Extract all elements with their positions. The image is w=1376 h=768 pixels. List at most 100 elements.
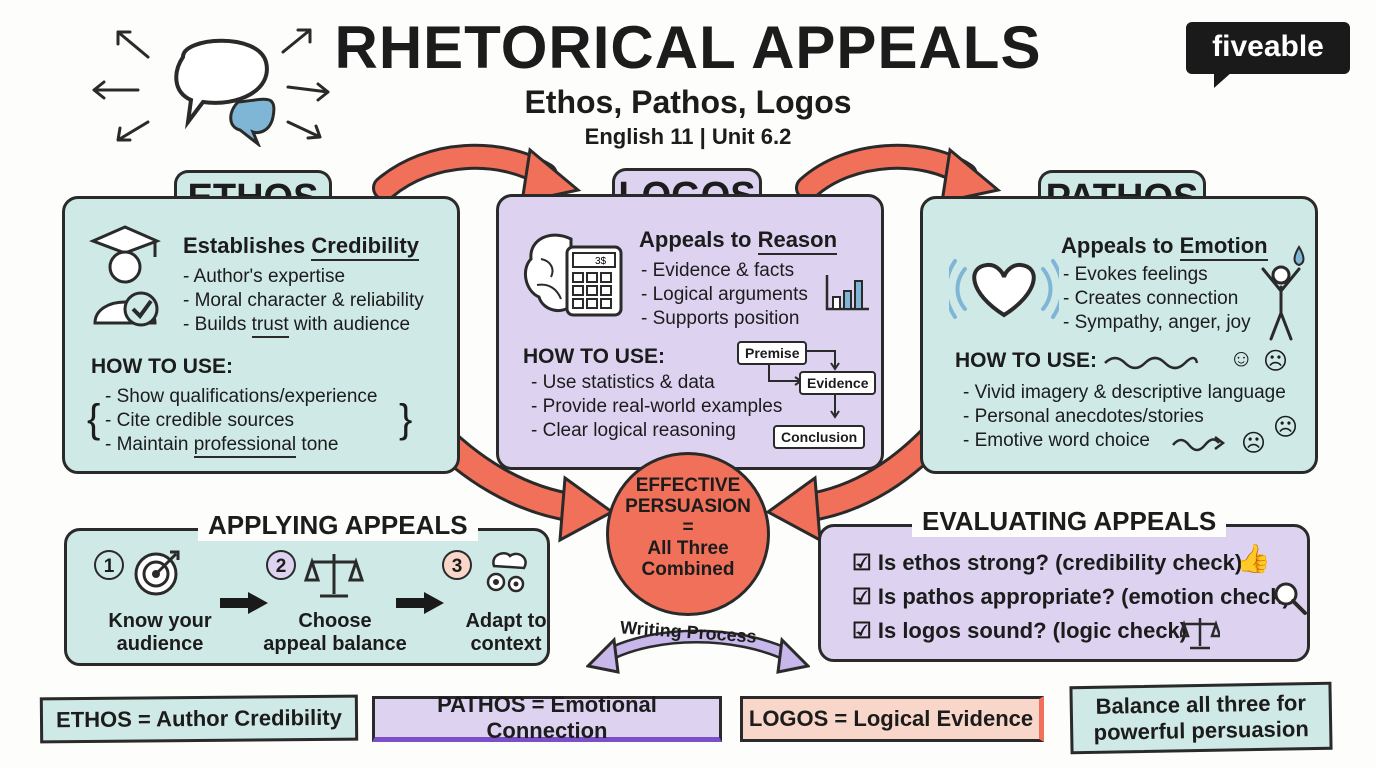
- pathos-how-label: HOW TO USE:: [955, 349, 1097, 372]
- evaluating-panel: [818, 524, 1310, 662]
- arrow-right-icon: [220, 592, 268, 614]
- pathos-item: - Sympathy, anger, joy: [1063, 312, 1251, 333]
- pathos-how-item: - Personal anecdotes/stories: [963, 406, 1204, 427]
- fiveable-logo: fiveable: [1186, 22, 1350, 88]
- upset-emoji-icon: ☹: [1273, 414, 1299, 441]
- logos-item: - Evidence & facts: [641, 260, 795, 281]
- heart-icon: [949, 259, 1059, 319]
- pathos-panel: Appeals to Emotion - Evokes feelings - C…: [920, 196, 1318, 474]
- checkbox-checked-icon: ☑: [852, 584, 872, 609]
- logos-heading: Appeals to Reason: [639, 227, 838, 255]
- step-label-line: audience: [116, 633, 204, 655]
- calc-display: 3$: [595, 256, 607, 267]
- pathos-item: - Creates connection: [1063, 288, 1239, 309]
- applying-panel: [64, 528, 550, 666]
- ethos-how-item: - Maintain professional tone: [105, 433, 339, 458]
- step-number: 3: [442, 550, 472, 580]
- banner-text: PATHOS = Emotional Connection: [437, 692, 657, 743]
- ethos-heading-prefix: Establishes: [183, 233, 312, 258]
- page-subtitle: Ethos, Pathos, Logos: [524, 84, 852, 120]
- pathos-heading-key: Emotion: [1179, 233, 1268, 261]
- course-label: English 11 | Unit 6.2: [584, 124, 792, 149]
- flow-premise: Premise: [737, 341, 808, 365]
- evaluating-title: EVALUATING APPEALS: [912, 506, 1227, 537]
- flow-evidence: Evidence: [799, 371, 877, 395]
- balance-scale-icon: [1180, 618, 1220, 650]
- magnifier-icon: [1274, 582, 1307, 615]
- arrow-right-icon: [396, 592, 444, 614]
- sad-emoji-icon: ☹: [1263, 348, 1289, 375]
- pathos-heading-prefix: Appeals to: [1061, 233, 1180, 258]
- smile-emoji-icon: ☺: [1229, 345, 1254, 372]
- ethos-item-key: trust: [251, 314, 289, 338]
- logos-how-label: HOW TO USE:: [523, 345, 665, 368]
- target-icon: [134, 550, 180, 596]
- logos-how-item: - Provide real-world examples: [531, 396, 783, 417]
- ethos-item-prefix: - Builds: [183, 314, 252, 335]
- squiggle-icon: [1104, 356, 1199, 370]
- step-label-line: Adapt to: [465, 610, 547, 632]
- step-label-line: context: [470, 633, 542, 655]
- logos-heading-key: Reason: [757, 227, 838, 255]
- center-line3: =: [682, 517, 694, 538]
- check-row: ☑ Is logos sound? (logic check): [852, 614, 1187, 648]
- banner-pathos: PATHOS = Emotional Connection: [372, 692, 722, 743]
- ethos-how-suffix: tone: [296, 434, 339, 455]
- banner-text: ETHOS = Author Credibility: [55, 704, 343, 733]
- ethos-heading: Establishes Credibility: [183, 233, 419, 261]
- check-text: Is pathos appropriate? (emotion check): [877, 584, 1290, 609]
- banner-text: LOGOS = Logical Evidence: [748, 706, 1034, 731]
- left-brace: {: [87, 397, 101, 441]
- ethos-heading-key: Credibility: [311, 233, 419, 261]
- checkbox-checked-icon: ☑: [852, 550, 872, 575]
- balance-scale-icon: [304, 554, 364, 598]
- thumbs-up-icon: 👍: [1236, 543, 1271, 574]
- pathos-how-item: - Emotive word choice: [963, 430, 1150, 451]
- pathos-item: - Evokes feelings: [1063, 264, 1208, 285]
- fiveable-logo-text: fiveable: [1212, 30, 1324, 63]
- gears-cloud-icon: [486, 552, 527, 593]
- speech-bubbles-icon: [92, 28, 330, 147]
- center-line1: EFFECTIVE: [635, 475, 741, 496]
- logos-how-item: - Use statistics & data: [531, 372, 715, 393]
- page-title: RHETORICAL APPEALS: [334, 14, 1042, 81]
- logos-item: - Supports position: [641, 308, 800, 329]
- step-label: Know your audience: [90, 610, 230, 656]
- step-number: 1: [94, 550, 124, 580]
- ethos-how-prefix: - Maintain: [105, 434, 194, 455]
- step-label-line: appeal balance: [263, 633, 407, 655]
- person-tear-icon: [1261, 245, 1305, 341]
- ethos-item: - Moral character & reliability: [183, 290, 424, 311]
- angry-emoji-icon: ☹: [1241, 430, 1267, 457]
- center-line4: All Three: [647, 538, 729, 559]
- flow-conclusion: Conclusion: [773, 425, 866, 449]
- applying-title: APPLYING APPEALS: [198, 510, 478, 541]
- center-line5: Combined: [641, 559, 735, 580]
- logos-item: - Logical arguments: [641, 284, 808, 305]
- logos-panel: 3$ Appeals to Reason - Evidence & facts …: [496, 194, 884, 470]
- banner-logos: LOGOS = Logical Evidence: [740, 696, 1044, 742]
- checkbox-checked-icon: ☑: [852, 618, 872, 643]
- step-label: Adapt to context: [436, 610, 576, 656]
- ethos-item: - Author's expertise: [183, 266, 346, 287]
- step-label-line: Know your: [108, 610, 212, 632]
- pathos-how-item: - Vivid imagery & descriptive language: [963, 382, 1286, 403]
- banner-ethos: ETHOS = Author Credibility: [39, 694, 359, 744]
- ethos-item-suffix: with audience: [288, 314, 411, 335]
- graduate-check-icon: [89, 225, 161, 327]
- ethos-how-item: - Show qualifications/experience: [105, 386, 378, 407]
- ethos-item: - Builds trust with audience: [183, 313, 411, 338]
- effective-persuasion-circle: EFFECTIVE PERSUASION = All Three Combine…: [606, 452, 770, 616]
- step-label: Choose appeal balance: [250, 610, 420, 656]
- ethos-how-key: professional: [193, 434, 297, 458]
- check-text: Is logos sound? (logic check): [877, 618, 1188, 643]
- check-row: ☑ Is pathos appropriate? (emotion check): [852, 580, 1290, 614]
- ethos-how-label: HOW TO USE:: [91, 355, 233, 378]
- bar-chart-icon: [825, 275, 869, 311]
- step-number: 2: [266, 550, 296, 580]
- ethos-panel: Establishes Credibility - Author's exper…: [62, 196, 460, 474]
- check-text: Is ethos strong? (credibility check): [877, 550, 1243, 575]
- wavy-arrow-icon: [1172, 436, 1226, 452]
- ethos-how-item: - Cite credible sources: [105, 410, 295, 431]
- summary-line: Balance all three for: [1095, 690, 1307, 719]
